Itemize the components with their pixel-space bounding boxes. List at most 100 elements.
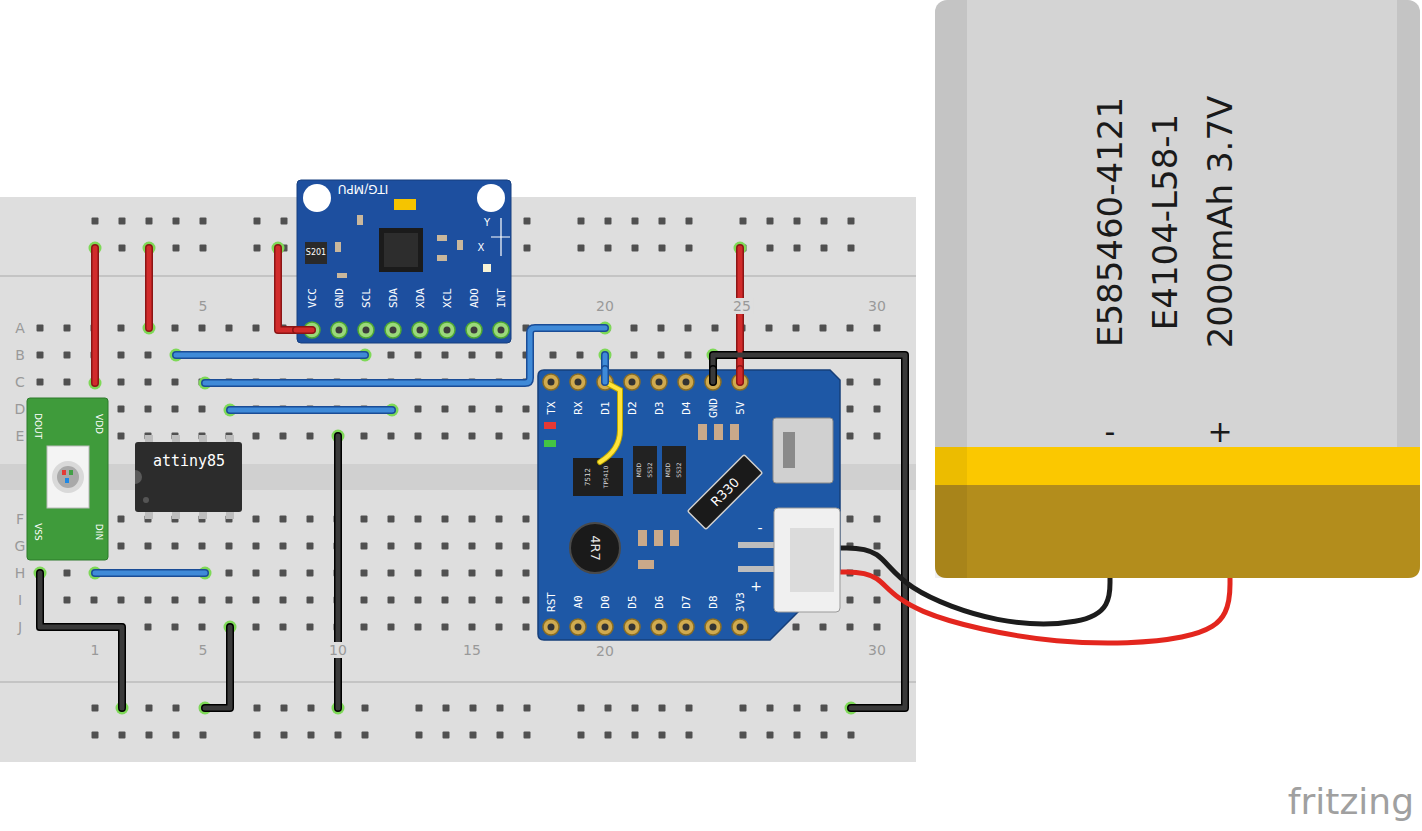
breadboard-hole [821, 732, 828, 739]
breadboard-hole [281, 705, 288, 712]
breadboard-hole [64, 570, 71, 577]
breadboard-hole [119, 245, 126, 252]
jumper-wire-outline [230, 406, 392, 414]
breadboard-hole [442, 597, 449, 604]
part-label: 7512 [585, 468, 592, 486]
breadboard-hole [821, 218, 828, 225]
column-number: 1 [91, 643, 100, 657]
pin-label: D2 [627, 401, 638, 414]
breadboard-hole [415, 516, 422, 523]
breadboard-hole [388, 624, 395, 631]
column-number: 15 [463, 643, 481, 657]
breadboard-hole [280, 570, 287, 577]
breadboard-hole [523, 570, 530, 577]
breadboard-hole [794, 705, 801, 712]
breadboard-hole [119, 732, 126, 739]
polarity-mark: + [750, 579, 762, 593]
breadboard-hole [793, 624, 800, 631]
breadboard-hole [172, 624, 179, 631]
breadboard-hole [173, 732, 180, 739]
smd-part [335, 242, 341, 252]
mount-hole [477, 184, 505, 212]
breadboard-hole [524, 218, 531, 225]
chip-pin [226, 512, 234, 519]
connector-pin [738, 542, 774, 548]
connector-pin [738, 566, 774, 572]
breadboard-hole [496, 352, 503, 359]
pin-hole [629, 379, 636, 386]
breadboard-hole [388, 543, 395, 550]
breadboard-hole [37, 352, 44, 359]
breadboard-hole [280, 597, 287, 604]
breadboard-hole [821, 245, 828, 252]
breadboard-hole [415, 624, 422, 631]
breadboard-hole [118, 406, 125, 413]
smd-part [730, 424, 739, 440]
pin-pad [624, 619, 640, 635]
column-number: 30 [868, 643, 886, 657]
chip-pin [145, 512, 153, 519]
breadboard-hole [821, 705, 828, 712]
pin-label: ADO [469, 288, 480, 308]
breadboard-hole [362, 732, 369, 739]
breadboard-hole [415, 570, 422, 577]
diode [662, 446, 686, 494]
breadboard-hole [146, 705, 153, 712]
watermark: fritzing [1288, 784, 1414, 820]
pin-hole [390, 327, 397, 334]
jumper-wire-outline [205, 627, 230, 708]
pin-hole [417, 327, 424, 334]
pin-label: VCC [307, 288, 318, 308]
pin-label: D7 [681, 595, 692, 608]
breadboard-hole [442, 433, 449, 440]
row-letter: B [15, 348, 25, 362]
pin-pad [466, 322, 482, 338]
breadboard-hole [200, 218, 207, 225]
chip-pin [226, 435, 234, 442]
breadboard-hole [469, 352, 476, 359]
breadboard-hole [847, 624, 854, 631]
breadboard-hole [91, 597, 98, 604]
polarity-mark: - [757, 521, 762, 535]
jumper-wire-outline [601, 369, 609, 382]
jumper-wire [95, 571, 205, 576]
pin-hole [444, 327, 451, 334]
pin-pad [597, 619, 613, 635]
pin-hole [656, 379, 663, 386]
breadboard-hole [280, 433, 287, 440]
breadboard-hole [253, 624, 260, 631]
breadboard-hole [524, 705, 531, 712]
breadboard-hole [523, 433, 530, 440]
breadboard-hole [442, 352, 449, 359]
battery-label: E4104-L58-1 [1148, 114, 1182, 330]
pin-label: 3V3 [735, 592, 746, 612]
row-letter: E [16, 429, 25, 443]
breadboard-hole [118, 543, 125, 550]
breadboard-hole [712, 325, 719, 332]
drawing-g [688, 455, 763, 530]
column-number: 5 [199, 299, 208, 313]
breadboard-hole [361, 570, 368, 577]
gyro-board-drawing [297, 180, 511, 343]
breadboard-hole [442, 570, 449, 577]
smd-part [357, 215, 363, 225]
breadboard-hole [92, 705, 99, 712]
breadboard-hole [254, 705, 261, 712]
part-label: 4R7 [589, 535, 602, 561]
breadboard-hole [874, 379, 881, 386]
breadboard-hole [820, 624, 827, 631]
breadboard-hole [578, 218, 585, 225]
breadboard-hole [361, 597, 368, 604]
pin-label: RX [573, 401, 584, 414]
pin-hole [363, 327, 370, 334]
breadboard-hole [37, 379, 44, 386]
jumper-wire [147, 248, 152, 328]
pin-label: A0 [573, 595, 584, 608]
breadboard-hole [496, 433, 503, 440]
breadboard-hole [631, 325, 638, 332]
smd-part [698, 424, 707, 440]
jumper-wire-outline [709, 369, 717, 382]
breadboard-hole [685, 325, 692, 332]
pin-hole [336, 327, 343, 334]
